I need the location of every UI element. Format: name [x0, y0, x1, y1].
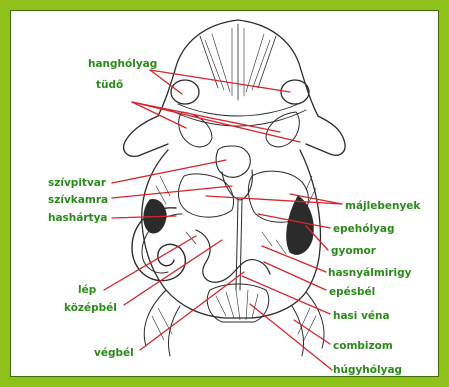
label-szivpitvar: szívpitvar [48, 177, 106, 189]
label-majlebenyek: májlebenyek [345, 200, 420, 212]
intestine-loops [196, 230, 270, 282]
thigh-left [144, 290, 180, 356]
jaw-striations [205, 28, 270, 96]
label-tudo: tüdő [96, 79, 123, 91]
label-combizom: combizom [333, 340, 393, 352]
lung-right [266, 112, 299, 147]
shoulder-left [124, 116, 168, 156]
label-epesbel: epésbél [329, 286, 375, 298]
label-hasi-vena: hasi véna [333, 310, 390, 322]
label-epeholyag: epehólyag [333, 223, 395, 235]
leader-tudo-left [132, 102, 186, 128]
vocal-sac-left [171, 80, 199, 104]
leader-szivpitvar [112, 160, 226, 183]
label-hasnyalmirigy: hasnyálmirigy [328, 267, 412, 279]
label-szivkamra: szívkamra [48, 194, 108, 206]
heart-ventricle [222, 170, 252, 200]
label-kozepbel: középbél [64, 302, 117, 314]
leader-lep [104, 236, 196, 290]
shoulder-right [306, 116, 345, 155]
chest-muscles [170, 104, 306, 126]
vocal-sac-right [281, 80, 309, 104]
label-vegbel: végbél [94, 347, 134, 359]
label-hangholyag: hanghólyag [88, 58, 157, 70]
label-hugyholyag: húgyhólyag [333, 364, 402, 376]
label-lep: lép [78, 284, 96, 296]
stomach [287, 196, 314, 254]
label-hashartya: hashártya [48, 212, 108, 224]
label-gyomor: gyomor [331, 245, 376, 257]
